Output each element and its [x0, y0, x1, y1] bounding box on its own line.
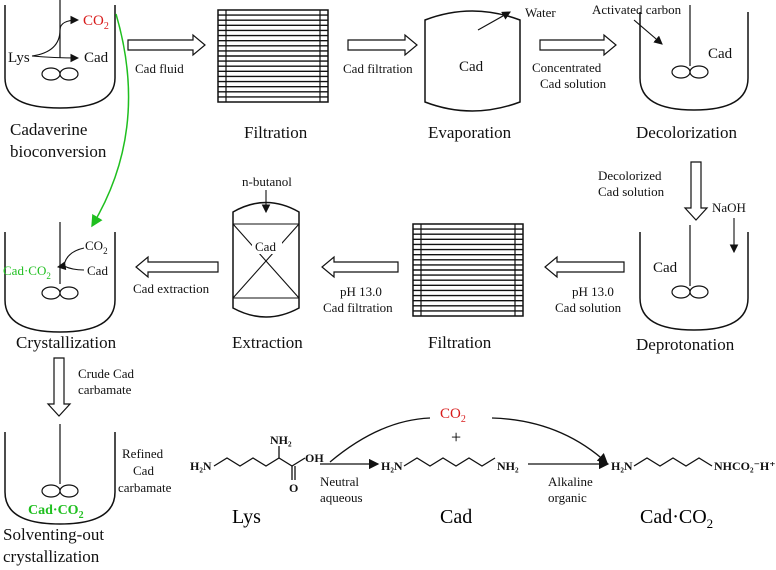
arrow-decolorized: [683, 161, 709, 221]
carbamate-structure: [633, 457, 713, 467]
extract-cad-label: Cad: [255, 239, 276, 254]
refined-label-line1: Refined: [122, 446, 164, 461]
reaction-cad-name: Cad: [440, 506, 472, 528]
reaction-lys-name: Lys: [232, 506, 261, 528]
solv-cad-co2-label: Cad·CO2: [28, 503, 84, 521]
arrow5-label-line1: pH 13.0: [572, 284, 614, 299]
filter-middle: [412, 223, 524, 317]
step6-name: Filtration: [428, 333, 492, 352]
crystallizer: [4, 222, 116, 333]
refined-label-line2: Cad: [133, 463, 154, 478]
arrow-ph-solution: [544, 255, 625, 279]
bioconversion-reactor: [4, 0, 116, 109]
butanol-label: n-butanol: [242, 174, 292, 189]
arrow-ph-filtration: [321, 255, 399, 279]
cryst-cad-label: Cad: [87, 263, 108, 278]
down-arrow2-label-line2: carbamate: [78, 382, 132, 397]
down-arrow2-label-line1: Crude Cad: [78, 366, 134, 381]
lys-o: O: [289, 481, 298, 495]
prod-h2n: H₂N: [611, 459, 633, 473]
arrow-concentrated: [539, 33, 617, 57]
down-arrow-label-line2: Cad solution: [598, 184, 665, 199]
cadaverine-structure: [403, 457, 496, 467]
water-label: Water: [525, 5, 556, 20]
reaction-plus: +: [451, 427, 461, 447]
step7-name: Extraction: [232, 333, 303, 352]
activated-carbon-label: Activated carbon: [592, 2, 682, 17]
cond1-line2: aqueous: [320, 490, 363, 505]
lys-h2n: H₂N: [190, 459, 212, 473]
co2-uptake-arc: [491, 417, 608, 464]
step4-name: Decolorization: [636, 123, 738, 142]
deprotonation-tank: [639, 218, 749, 331]
evap-cad-label: Cad: [459, 59, 484, 75]
step3-name: Evaporation: [428, 123, 512, 142]
arrow3-label-line2: Cad solution: [540, 76, 607, 91]
arrow-cad-extraction: [135, 255, 219, 279]
co2-release-arc: [329, 417, 431, 463]
cond2-line1: Alkaline: [548, 474, 593, 489]
prod-tail: NHCO₂⁻H⁺: [714, 459, 776, 473]
cryst-cad-co2-label: Cad·CO2: [3, 263, 51, 281]
solventing-out-crystallizer: [4, 424, 116, 525]
arrow-cad-filtration: [347, 33, 418, 57]
lys-oh: OH: [305, 451, 324, 465]
cond2-line2: organic: [548, 490, 587, 505]
deprot-cad-label: Cad: [653, 260, 678, 276]
lys-nh2: NH₂: [270, 433, 292, 447]
arrow7-label: Cad extraction: [133, 281, 210, 296]
evaporator: [424, 10, 521, 112]
arrow1-label: Cad fluid: [135, 61, 184, 76]
arrow5-label-line2: Cad solution: [555, 300, 622, 315]
arrow-crude-carbamate: [46, 357, 72, 417]
extraction-column: [232, 190, 300, 318]
step8-name: Crystallization: [16, 333, 117, 352]
step1-name-line2: bioconversion: [10, 142, 107, 161]
step2-name: Filtration: [244, 123, 308, 142]
lys-label: Lys: [8, 50, 30, 66]
cryst-co2-label: CO2: [85, 238, 108, 256]
arrow3-label-line1: Concentrated: [532, 60, 602, 75]
step9-name-line1: Solventing-out: [3, 525, 104, 544]
co2-label: CO2: [83, 13, 109, 32]
reaction-co2: CO2: [440, 406, 466, 425]
cad-h2n: H₂N: [381, 459, 403, 473]
filter-top: [217, 9, 329, 103]
arrow6-label-line1: pH 13.0: [340, 284, 382, 299]
cad-label: Cad: [84, 50, 109, 66]
cad-nh2: NH₂: [497, 459, 519, 473]
step1-name-line1: Cadaverine: [10, 120, 87, 139]
decolorization-tank: [633, 5, 749, 111]
co2-recycle-arrow: [91, 13, 130, 228]
arrow-cad-fluid: [127, 33, 206, 57]
refined-label-line3: carbamate: [118, 480, 172, 495]
naoh-label: NaOH: [712, 200, 746, 215]
arrow6-label-line2: Cad filtration: [323, 300, 393, 315]
cond1-line1: Neutral: [320, 474, 359, 489]
lysine-structure: [213, 446, 306, 480]
reaction-product-name: Cad·CO2: [640, 506, 713, 531]
step5-name: Deprotonation: [636, 335, 735, 354]
step9-name-line2: crystallization: [3, 547, 100, 566]
down-arrow-label-line1: Decolorized: [598, 168, 662, 183]
arrow2-label: Cad filtration: [343, 61, 413, 76]
decolor-cad-label: Cad: [708, 46, 733, 62]
